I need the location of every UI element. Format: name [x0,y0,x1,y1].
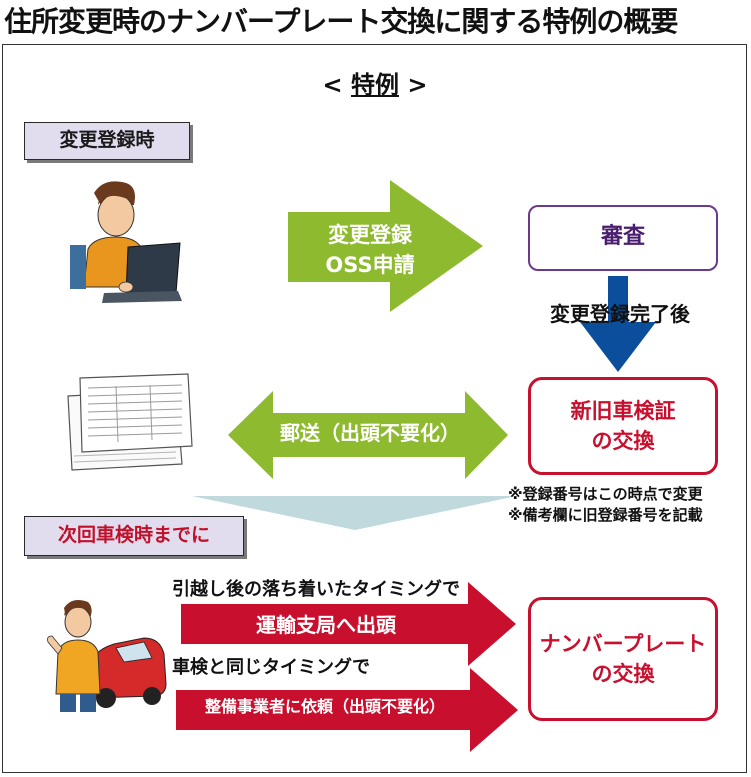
route2-caption: 車検と同じタイミングで [172,657,370,678]
route2-label: 整備事業者に依頼（出頭不要化） [204,697,445,716]
green-arrow-label: 変更登録 OSS申請 [300,220,440,280]
mail-arrow-label: 郵送（出頭不要化） [280,421,460,445]
plate-exchange-box: ナンバープレート の交換 [528,597,718,721]
green-right-arrow [288,180,483,312]
red-arrow-route1 [181,582,516,666]
subtitle-word: 特例 [351,71,399,99]
route1-label: 運輸支局へ出頭 [256,613,396,637]
diagram-frame [2,44,747,773]
certificate-exchange-line2: の交換 [591,429,655,453]
notes: ※登録番号はこの時点で変更 ※備考欄に旧登録番号を記載 [508,484,748,526]
green-arrow-line1: 変更登録 [328,223,412,247]
page-title: 住所変更時のナンバープレート交換に関する特例の概要 [4,5,678,38]
plate-exchange-line2: の交換 [591,662,655,686]
green-arrow-line2: OSS申請 [325,253,415,277]
plate-exchange-line1: ナンバープレート [539,632,707,656]
phase-label-next-inspection: 次回車検時までに [24,516,244,556]
review-box: 審査 [528,205,718,271]
red-arrow-route2 [176,668,518,752]
certificate-exchange-line1: 新旧車検証 [570,399,676,423]
subtitle-close-bracket: > [407,71,428,99]
transition-band [192,496,517,530]
note-item: ※備考欄に旧登録番号を記載 [508,506,703,524]
after-completion-label: 変更登録完了後 [550,302,690,326]
route1-caption: 引越し後の落ち着いたタイミングで [172,579,460,600]
person-car-icon [47,600,167,712]
subtitle-open-bracket: < [322,71,343,99]
navy-down-arrow [580,276,656,372]
diagram-subtitle: < 特例 > [260,70,490,100]
certificate-exchange-box: 新旧車検証 の交換 [528,377,718,475]
documents-icon [67,373,193,471]
green-double-arrow [228,391,508,479]
person-laptop-icon [70,181,182,303]
note-item: ※登録番号はこの時点で変更 [508,485,703,503]
phase-label-registration: 変更登録時 [24,122,190,160]
